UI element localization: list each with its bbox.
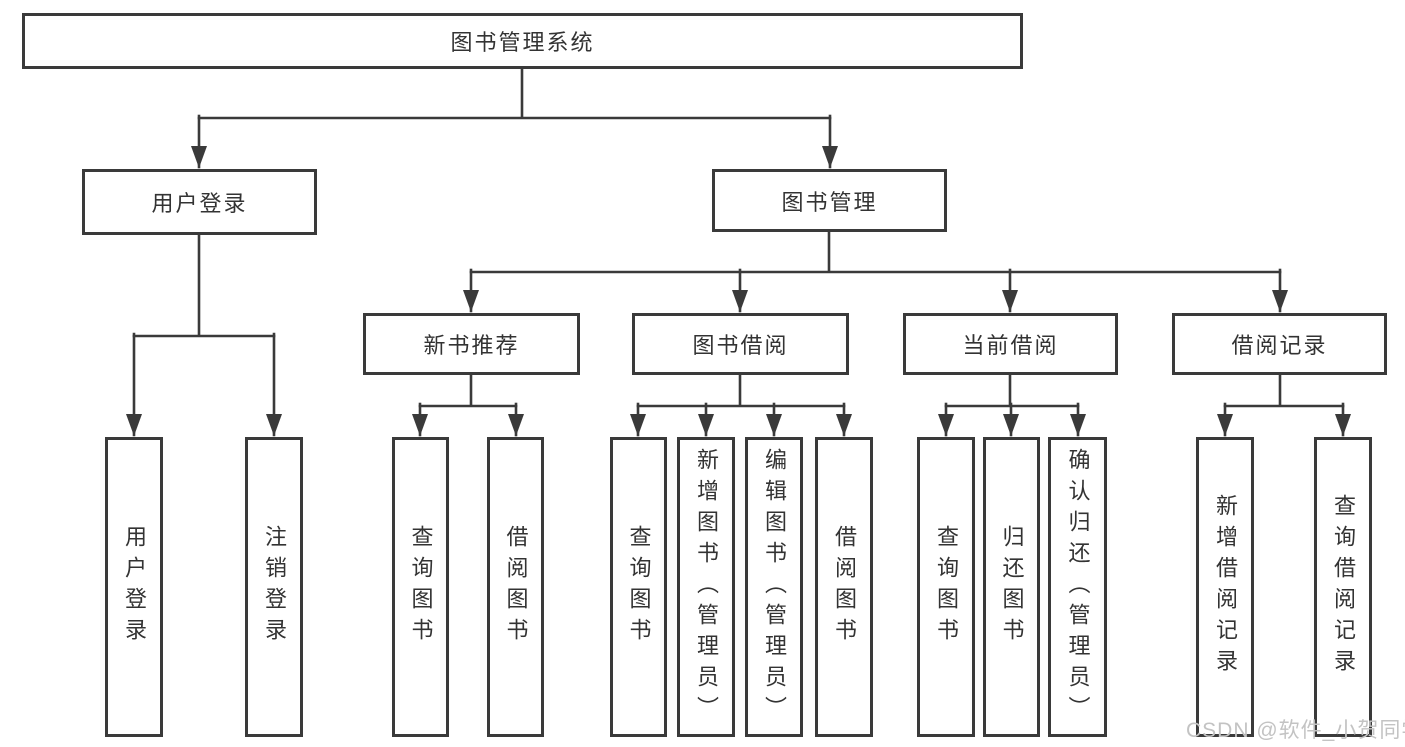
leaf-records-add-record: 新增借阅记录: [1196, 437, 1254, 737]
connector-user-login: [132, 233, 276, 338]
leaf-current-return-books: 归还图书: [983, 437, 1040, 737]
node-book-mgmt: 图书管理: [712, 169, 947, 232]
leaf-borrow-edit-books-admin: 编辑图书（管理员）: [745, 437, 803, 737]
leaf-borrow-add-books-admin: 新增图书（管理员）: [677, 437, 735, 737]
connector-borrow-records: [1223, 373, 1345, 408]
leaf-borrow-query-books: 查询图书: [610, 437, 667, 737]
connector-new-book-rec: [418, 373, 518, 408]
leaf-rec-borrow-books: 借阅图书: [487, 437, 544, 737]
leaf-current-query-books: 查询图书: [917, 437, 975, 737]
leaf-rec-query-books: 查询图书: [392, 437, 449, 737]
leaf-user-login: 用户登录: [105, 437, 163, 737]
node-current-borrow: 当前借阅: [903, 313, 1118, 375]
connector-book-mgmt: [469, 230, 1282, 274]
connector-book-borrow: [636, 373, 846, 408]
csdn-watermark: CSDN @软件_小贺同学: [1186, 719, 1405, 742]
node-borrow-records: 借阅记录: [1172, 313, 1387, 375]
node-root: 图书管理系统: [22, 13, 1023, 69]
node-book-borrow: 图书借阅: [632, 313, 849, 375]
leaf-current-confirm-return-admin: 确认归还（管理员）: [1048, 437, 1107, 737]
connector-current-borrow: [944, 373, 1080, 408]
leaf-logout: 注销登录: [245, 437, 303, 737]
leaf-borrow-borrow-books: 借阅图书: [815, 437, 873, 737]
connector-root: [197, 67, 832, 120]
leaf-records-query-record: 查询借阅记录: [1314, 437, 1372, 737]
node-new-book-rec: 新书推荐: [363, 313, 580, 375]
node-user-login: 用户登录: [82, 169, 317, 235]
